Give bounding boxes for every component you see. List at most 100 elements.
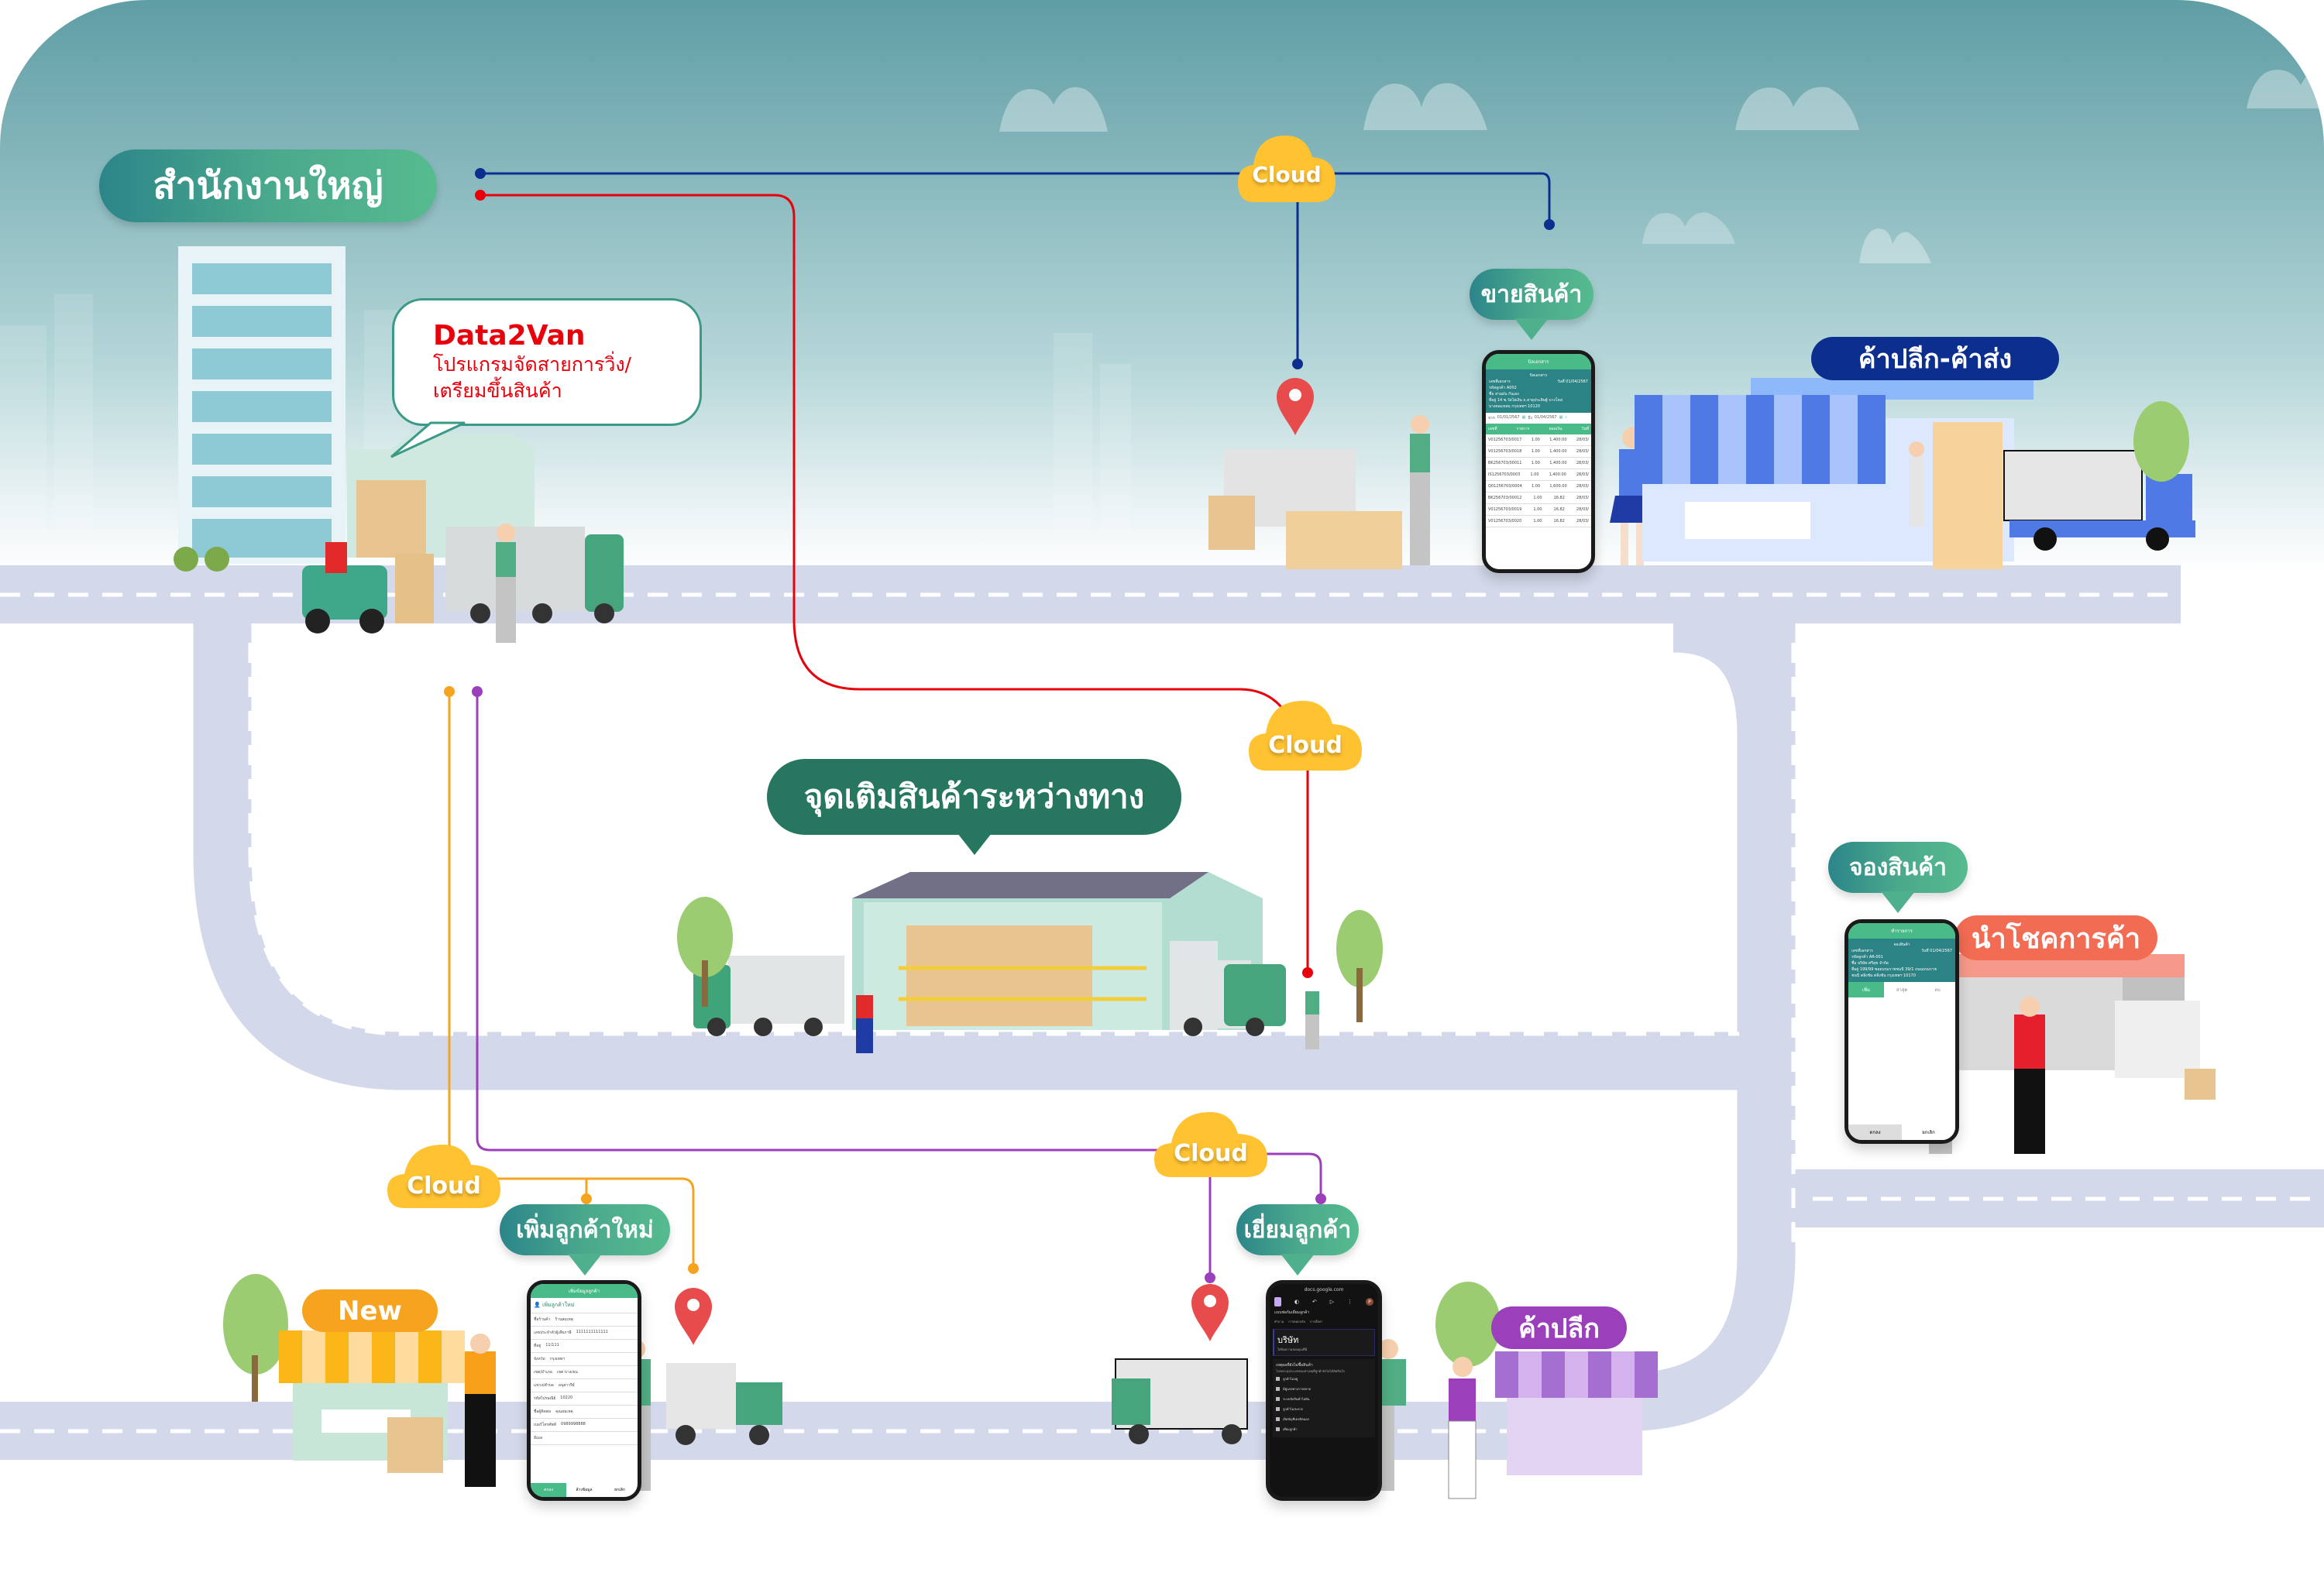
- node-new-shop-label: New: [302, 1289, 438, 1332]
- doc-label: เลขที่เอกสาร: [1489, 379, 1511, 384]
- midway-warehouse-illustration: [677, 872, 1383, 1053]
- checkbox-option[interactable]: ลูกค้าไม่อยู่: [1276, 1374, 1372, 1384]
- form-field[interactable]: ชื่อร้านค้าร้านสมเหตุ: [531, 1313, 638, 1327]
- phone-reserve-titlebar: ทำรายการ: [1848, 923, 1955, 939]
- checkbox-option[interactable]: ลูกค้าไม่สะดวก: [1276, 1404, 1372, 1414]
- node-lucky-label: นำโชคการค้า: [1954, 915, 2157, 960]
- send-icon[interactable]: ▷: [1329, 1299, 1335, 1305]
- orange-line-dot: [688, 1263, 699, 1274]
- date-filter[interactable]: จาก 01/01/2567 ▦ ถึง 01/04/2567 ▦ ⌕: [1486, 413, 1591, 424]
- col-header: รายการ: [1516, 427, 1530, 431]
- user-add-icon: 👤: [534, 1302, 541, 1308]
- bill-cell: 1,400.00: [1549, 472, 1566, 477]
- customer-address-1: ที่อยู่ 14 ซ.วัดไผ่เงิน ถ.สาธุประดิษฐ์ บ…: [1489, 398, 1563, 403]
- purple-line-dot: [1205, 1272, 1215, 1283]
- checkbox-icon[interactable]: [1276, 1377, 1280, 1381]
- checkbox-option[interactable]: มีคู่แข่งทางการตลาด: [1276, 1384, 1372, 1394]
- node-new-customer-text: เพิ่มลูกค้าใหม่: [516, 1216, 654, 1244]
- field-value[interactable]: 11/111: [545, 1343, 559, 1348]
- cancel-button[interactable]: ยกเลิก: [1902, 1124, 1955, 1140]
- search-icon[interactable]: ⌕: [1565, 415, 1568, 420]
- checkbox-icon[interactable]: [1276, 1387, 1280, 1391]
- question-options: ลูกค้าไม่อยู่มีคู่แข่งทางการตลาดระบบบิลส…: [1276, 1374, 1372, 1434]
- field-label: รหัสไปรษณีย์: [534, 1396, 556, 1401]
- ok-button[interactable]: ตกลง: [531, 1483, 566, 1497]
- palette-icon[interactable]: ◐: [1294, 1299, 1300, 1305]
- option-label: เยี่ยมลูกค้า: [1283, 1427, 1298, 1431]
- field-value[interactable]: 10220: [560, 1396, 573, 1400]
- form-field[interactable]: ที่อยู่11/111: [531, 1340, 638, 1353]
- field-value[interactable]: 1111111111111: [576, 1330, 608, 1334]
- tab-latest[interactable]: ล่าสุด: [1896, 987, 1908, 993]
- field-value[interactable]: ร้านสมเหตุ: [555, 1317, 573, 1322]
- cancel-button[interactable]: ยกเลิก: [614, 1488, 625, 1492]
- form-field[interactable]: ชื่อผู้ติดต่อคุณสมเหตุ: [531, 1406, 638, 1419]
- sky-clouds: [999, 70, 2324, 263]
- tab-add[interactable]: เพิ่ม: [1848, 982, 1884, 997]
- field-value[interactable]: เขต บางเขน: [556, 1370, 578, 1375]
- wholesale-shop-illustration: [1635, 378, 2195, 569]
- browser-url[interactable]: docs.google.com: [1304, 1287, 1344, 1293]
- question-hint: โปรดระบุประเภทของสาเหตุที่ลูกค้ายังไม่ได…: [1276, 1369, 1345, 1373]
- checkbox-icon[interactable]: [1276, 1397, 1280, 1401]
- form-field[interactable]: เขต/อำเภอเขต บางเขน: [531, 1366, 638, 1379]
- checkbox-icon[interactable]: [1276, 1417, 1280, 1421]
- form-tabs: คำถาม การตอบกลับ การตั้งค่า: [1270, 1317, 1378, 1326]
- worker-illustration: [496, 524, 516, 643]
- ok-button[interactable]: ตกลง: [1869, 1130, 1881, 1135]
- tab-responses[interactable]: การตอบกลับ: [1288, 1320, 1306, 1323]
- field-value[interactable]: อนุสาวรีย์: [558, 1383, 575, 1388]
- reserve-footer: ตกลง ยกเลิก: [1848, 1124, 1955, 1140]
- purple-line-cloud-branch: [1247, 1152, 1322, 1199]
- calendar-icon[interactable]: ▦: [1559, 415, 1563, 420]
- field-value[interactable]: 0989998888: [561, 1422, 586, 1426]
- tab-delete[interactable]: ลบ: [1934, 987, 1941, 993]
- node-reserve-label: จองสินค้า: [1828, 842, 1968, 913]
- form-field[interactable]: รหัสไปรษณีย์ 10220: [531, 1392, 638, 1406]
- calendar-icon[interactable]: ▦: [1521, 415, 1526, 420]
- form-field[interactable]: อีเมล: [531, 1432, 638, 1445]
- form-field[interactable]: จังหวัดกรุงเทพฯ: [531, 1353, 638, 1366]
- red-line-hq-to-cloud: [480, 194, 1295, 729]
- clear-button[interactable]: ล้างข้อมูล: [576, 1488, 593, 1492]
- phone-sell-bills: บิลเอกสาร บิลเอกสาร เลขที่เอกสาร วันที่ …: [1482, 350, 1595, 573]
- section-title: 👤 เพิ่มลูกค้าใหม่: [531, 1298, 638, 1313]
- location-pin-icon: [1191, 1284, 1229, 1341]
- checkbox-icon[interactable]: [1276, 1427, 1280, 1431]
- checkbox-option[interactable]: เปิดบัญชีเครดิตนอก: [1276, 1414, 1372, 1424]
- new-customer-form: ชื่อร้านค้าร้านสมเหตุเลขประจำตัวผู้เสียภ…: [531, 1313, 638, 1445]
- new-shop-illustration: [223, 1274, 782, 1491]
- form-field[interactable]: แขวง/ตำบลอนุสาวรีย์: [531, 1379, 638, 1392]
- node-visit-text: เยี่ยมลูกค้า: [1243, 1216, 1352, 1244]
- more-icon[interactable]: ⋮: [1347, 1299, 1353, 1305]
- customer-address-2: บางคอแหลม กรุงเทพฯ 10120: [1489, 404, 1540, 409]
- field-value[interactable]: คุณสมเหตุ: [555, 1409, 573, 1414]
- col-header: ยอดเงิน: [1549, 427, 1563, 431]
- form-field[interactable]: เบอร์โทรศัพท์0989998888: [531, 1419, 638, 1432]
- checkbox-icon[interactable]: [1276, 1407, 1280, 1411]
- cloud-bottom-middle: Cloud: [1154, 1112, 1267, 1177]
- data2van-desc-line1: โปรแกรมจัดสายการวิ่ง/: [433, 353, 631, 376]
- tab-settings[interactable]: การตั้งค่า: [1310, 1320, 1323, 1323]
- checkbox-option[interactable]: ระบบบิลสินค้าไม่ทัน: [1276, 1394, 1372, 1404]
- avatar[interactable]: P: [1365, 1298, 1373, 1306]
- tab-questions[interactable]: คำถาม: [1274, 1320, 1284, 1323]
- to-date-input[interactable]: 01/04/2567: [1534, 415, 1557, 420]
- checkbox-option[interactable]: เยี่ยมลูกค้า: [1276, 1424, 1372, 1434]
- orange-line-cloud-branch: [496, 1177, 695, 1269]
- cloud-bottom-left: Cloud: [387, 1145, 500, 1208]
- form-field[interactable]: เลขประจำตัวผู้เสียภาษี1111111111111: [531, 1327, 638, 1340]
- field-value[interactable]: กรุงเทพฯ: [549, 1357, 565, 1361]
- bill-cell: V01256703/0018: [1488, 449, 1522, 454]
- from-date-input[interactable]: 01/01/2567: [1497, 415, 1520, 420]
- undo-icon[interactable]: ↶: [1312, 1299, 1317, 1305]
